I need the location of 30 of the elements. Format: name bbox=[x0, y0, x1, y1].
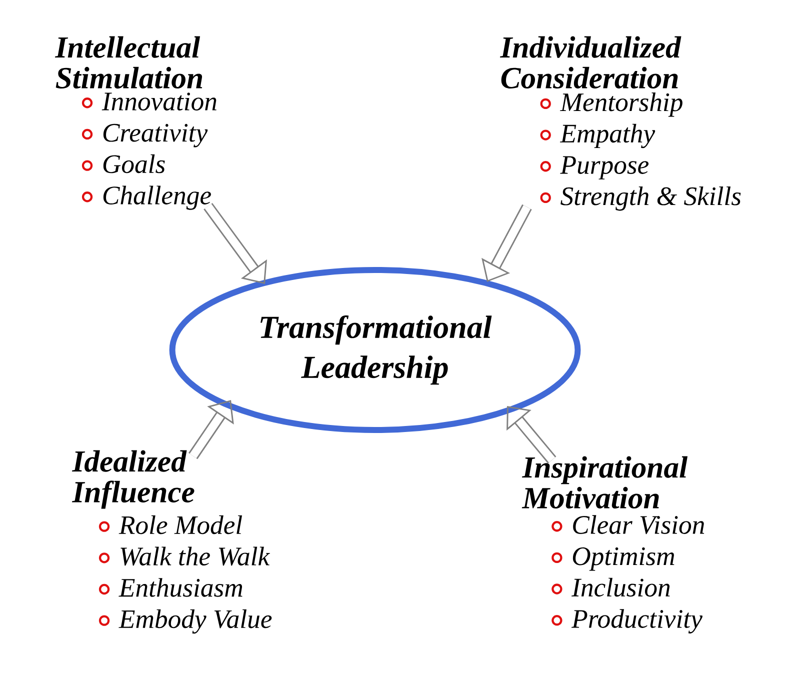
title-text: Transformational Leadership bbox=[260, 315, 492, 385]
hollow-arrow bbox=[188, 400, 234, 460]
bullet-item: Mentorship bbox=[540, 92, 682, 117]
bullet-item: Goals bbox=[82, 154, 165, 174]
heading: Individualized Consideration bbox=[500, 36, 682, 89]
bullet-item: Enthusiasm bbox=[98, 578, 242, 597]
bullet-item: Clear Vision bbox=[552, 515, 704, 534]
bullet-item: Empathy bbox=[540, 124, 656, 148]
heading: Idealized Influence bbox=[72, 450, 194, 509]
text-group bbox=[522, 456, 704, 634]
hollow-arrow bbox=[506, 406, 556, 464]
ellipse bbox=[169, 267, 581, 433]
heading: Inspirational Motivation bbox=[522, 456, 688, 509]
bullet-item: Role Model bbox=[98, 515, 242, 534]
bullet-item: Innovation bbox=[82, 92, 216, 110]
bullet-item: Embody Value bbox=[98, 609, 272, 634]
bullet-item: Challenge bbox=[82, 186, 211, 210]
hollow-arrow bbox=[482, 204, 532, 282]
bullet-item: Creativity bbox=[82, 124, 208, 148]
bullet-item: Productivity bbox=[552, 609, 702, 634]
bullet-item: Inclusion bbox=[552, 578, 670, 597]
bullet-item: Optimism bbox=[552, 547, 674, 571]
text-group bbox=[54, 36, 216, 210]
bullet-item: Strength & Skills bbox=[540, 186, 741, 211]
hollow-arrow bbox=[204, 202, 267, 284]
bullet-item: Walk the Walk bbox=[98, 546, 270, 566]
heading: Intellectual Stimulation bbox=[54, 36, 202, 89]
bullet-item: Purpose bbox=[540, 156, 649, 180]
text-group bbox=[72, 450, 272, 634]
text-group bbox=[500, 36, 741, 211]
